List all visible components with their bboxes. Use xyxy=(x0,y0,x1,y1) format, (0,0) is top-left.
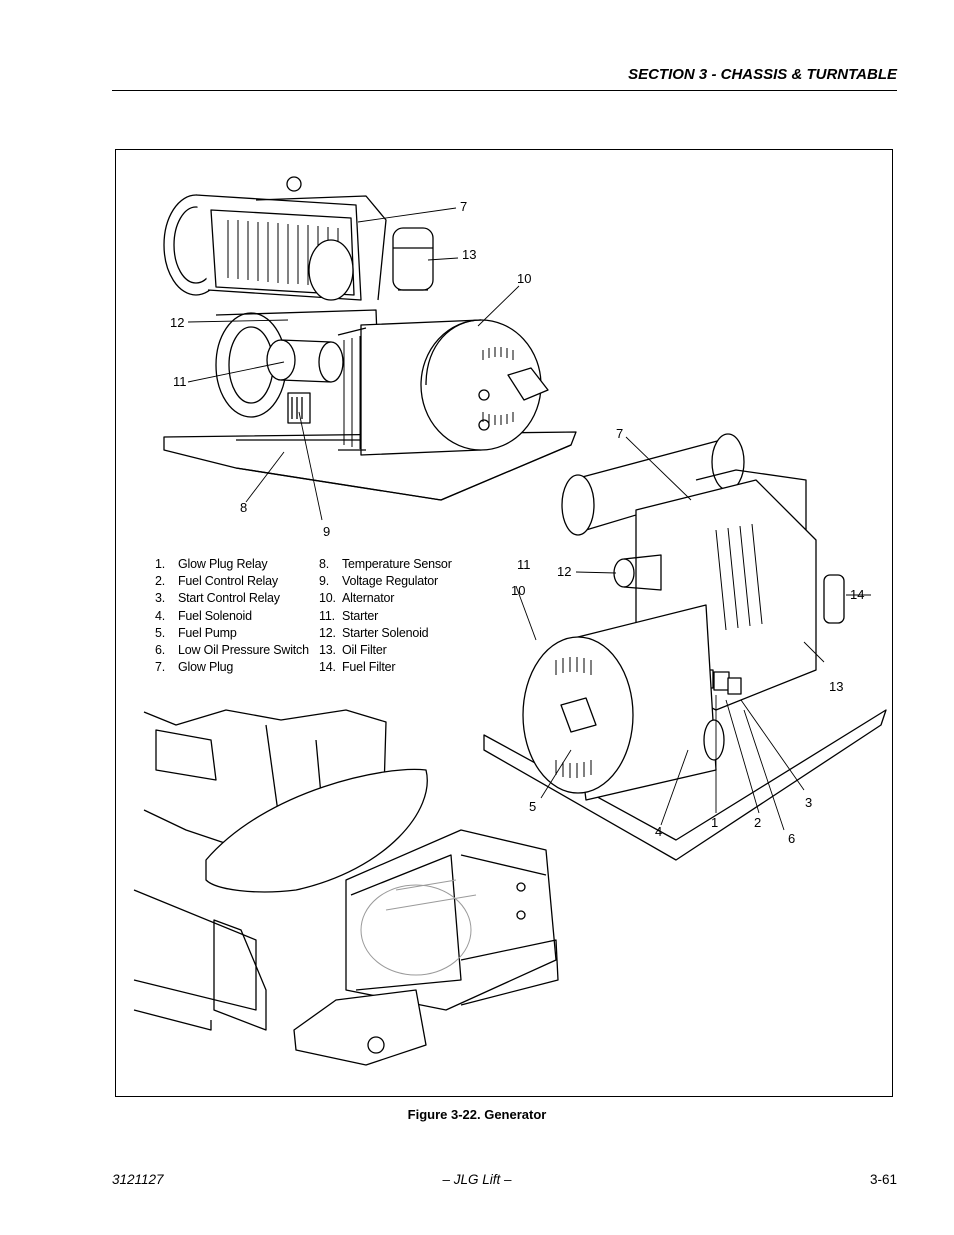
page-number: 3-61 xyxy=(869,1172,897,1187)
callout-label: 7 xyxy=(460,199,468,214)
callout-label: 2 xyxy=(754,815,762,830)
callout-label: 10 xyxy=(517,271,532,286)
section-title: SECTION 3 - CHASSIS & TURNTABLE xyxy=(628,66,897,83)
figure-caption: Figure 3-22. Generator xyxy=(407,1107,547,1122)
document-number: 3121127 xyxy=(112,1172,164,1187)
callout-label: 4 xyxy=(655,824,663,839)
legend-item: 6.Low Oil Pressure Switch xyxy=(155,642,309,657)
callout-label: 9 xyxy=(323,524,331,539)
callout-label: 12 xyxy=(170,315,185,330)
legend-item: 3.Start Control Relay xyxy=(155,591,280,606)
legend-item: 9.Voltage Regulator xyxy=(319,574,438,589)
legend-item: 10.Alternator xyxy=(319,591,395,606)
callout-label: 11 xyxy=(173,374,187,389)
generator-top-view xyxy=(163,176,577,521)
callout-label: 1 xyxy=(711,815,719,830)
callout-label: 7 xyxy=(616,426,624,441)
generator-illustration xyxy=(133,176,887,1066)
callout-label: 5 xyxy=(529,799,537,814)
callout-label: 11 xyxy=(517,557,531,572)
legend-item: 2.Fuel Control Relay xyxy=(155,574,278,589)
legend-item: 7.Glow Plug xyxy=(155,660,234,675)
legend-item: 12.Starter Solenoid xyxy=(319,625,429,640)
legend-item: 4.Fuel Solenoid xyxy=(155,608,252,623)
callout-label: 10 xyxy=(511,583,526,598)
callout-label: 13 xyxy=(829,679,844,694)
publisher-name: – JLG Lift – xyxy=(442,1172,512,1187)
legend-item: 14.Fuel Filter xyxy=(319,660,396,675)
legend-column-2: 8.Temperature Sensor 9.Voltage Regulator… xyxy=(319,556,452,676)
callout-label: 8 xyxy=(240,500,248,515)
legend-item: 1.Glow Plug Relay xyxy=(155,557,268,571)
header-divider xyxy=(112,90,897,91)
legend-item: 11.Starter xyxy=(319,608,379,623)
callout-label: 12 xyxy=(557,564,572,579)
legend-item: 8.Temperature Sensor xyxy=(319,557,452,571)
callout-label: 14 xyxy=(850,587,865,602)
turntable-installation-view xyxy=(133,709,559,1066)
legend-item: 13.Oil Filter xyxy=(319,642,387,657)
callout-label: 3 xyxy=(805,795,813,810)
figure-frame xyxy=(115,149,893,1097)
callout-label: 6 xyxy=(788,831,796,846)
legend-item: 5.Fuel Pump xyxy=(155,625,237,640)
callout-label: 13 xyxy=(462,247,477,262)
legend-column-1: 1.Glow Plug Relay 2.Fuel Control Relay 3… xyxy=(155,556,309,676)
generator-right-view xyxy=(483,433,887,861)
